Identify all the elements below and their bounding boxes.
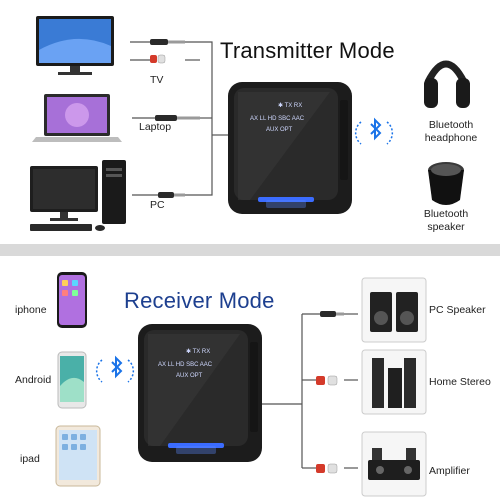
- transmitter-panel: Transmitter Mode: [0, 0, 500, 244]
- tv-image: [36, 16, 114, 75]
- svg-text:AUX OPT: AUX OPT: [176, 373, 203, 379]
- receiver-illustration: ✱ TX RX AX LL HD SBC AAC AUX OPT: [55, 272, 427, 497]
- amplifier-image: [361, 431, 427, 497]
- transmitter-cables: [130, 41, 228, 196]
- receiver-device: ✱ TX RX AX LL HD SBC AAC AUX OPT: [138, 324, 262, 462]
- bluetooth-speaker-image: [428, 162, 464, 205]
- source-label-iphone: iphone: [15, 304, 47, 316]
- android-phone-image: [57, 351, 87, 409]
- pc-speaker-image: [361, 277, 427, 343]
- output-label-bluetooth-speaker: Bluetooth speaker: [423, 208, 469, 233]
- svg-text:✱ TX RX: ✱ TX RX: [278, 102, 302, 109]
- output-label-amplifier: Amplifier: [429, 465, 470, 477]
- bluetooth-icon: [354, 117, 394, 145]
- bluetooth-icon: [95, 355, 135, 383]
- source-label-android: Android: [15, 374, 52, 386]
- transmitter-title: Transmitter Mode: [220, 38, 395, 63]
- receiver-title: Receiver Mode: [124, 288, 275, 313]
- output-label-home-stereo: Home Stereo: [429, 376, 491, 388]
- svg-text:AX LL HD SBC AAC: AX LL HD SBC AAC: [158, 362, 213, 368]
- svg-text:✱ TX RX: ✱ TX RX: [186, 348, 210, 355]
- ipad-image: [55, 425, 101, 487]
- transmitter-illustration: ✱ TX RX AX LL HD SBC AAC AUX OPT: [30, 16, 470, 231]
- headphone-image: [424, 60, 470, 108]
- output-label-pc-speaker: PC Speaker: [429, 304, 486, 316]
- pc-image: [30, 160, 126, 231]
- receiver-cables: [262, 313, 358, 469]
- iphone-image: [57, 272, 87, 328]
- svg-text:AX LL HD SBC AAC: AX LL HD SBC AAC: [250, 116, 305, 122]
- svg-text:AUX OPT: AUX OPT: [266, 127, 293, 133]
- source-label-laptop: Laptop: [139, 121, 172, 133]
- source-label-tv: TV: [150, 74, 164, 86]
- source-label-ipad: ipad: [20, 453, 40, 465]
- receiver-panel: Receiver Mode: [0, 256, 500, 500]
- laptop-image: [32, 94, 122, 142]
- output-label-bluetooth-headphone: Bluetooth headphone: [424, 119, 478, 144]
- transmitter-device: ✱ TX RX AX LL HD SBC AAC AUX OPT: [228, 82, 352, 214]
- panel-divider: [0, 244, 500, 256]
- source-label-pc: PC: [150, 199, 165, 211]
- home-stereo-image: [361, 349, 427, 415]
